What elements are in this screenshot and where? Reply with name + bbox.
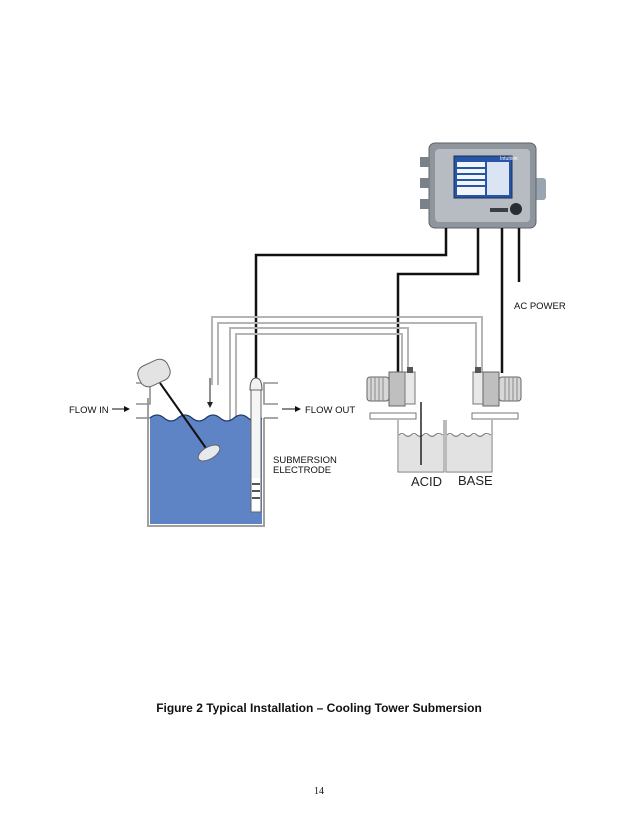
cable-to-electrode <box>254 228 448 382</box>
flow-in-arrow <box>112 406 130 412</box>
submersion-electrode-label: SUBMERSION <box>273 455 337 466</box>
base-label: BASE <box>458 473 493 488</box>
acid-tank <box>397 402 445 473</box>
tank-wall <box>147 398 265 527</box>
base-pump <box>471 367 522 420</box>
figure-caption: Figure 2 Typical Installation – Cooling … <box>156 701 482 715</box>
submersion-electrode-label-2: ELECTRODE <box>273 465 331 476</box>
mixer-impeller <box>197 444 221 462</box>
mixer <box>137 358 221 462</box>
controller-knob[interactable] <box>510 203 522 215</box>
acid-pump <box>366 367 417 420</box>
controller-screen <box>453 155 513 199</box>
cooling-tower-tank <box>136 378 278 527</box>
flow-out-label: FLOW OUT <box>305 405 355 416</box>
base-tank <box>445 420 493 473</box>
controller-brand: Intuition <box>500 156 518 162</box>
acid-label: ACID <box>411 474 442 489</box>
controller-keypad <box>490 208 508 212</box>
flow-out-pipe <box>263 382 278 419</box>
controller-unit: Intuition <box>420 142 546 229</box>
ac-power-label: AC POWER <box>514 301 566 312</box>
submersion-electrode <box>249 377 263 513</box>
tank-water <box>150 415 262 524</box>
controller-cables <box>254 228 521 382</box>
feed-tubing <box>211 316 483 420</box>
cable-to-acid-pump <box>396 228 480 372</box>
page-number: 14 <box>314 786 324 797</box>
flow-in-label: FLOW IN <box>69 405 109 416</box>
flow-out-arrow <box>282 406 301 412</box>
